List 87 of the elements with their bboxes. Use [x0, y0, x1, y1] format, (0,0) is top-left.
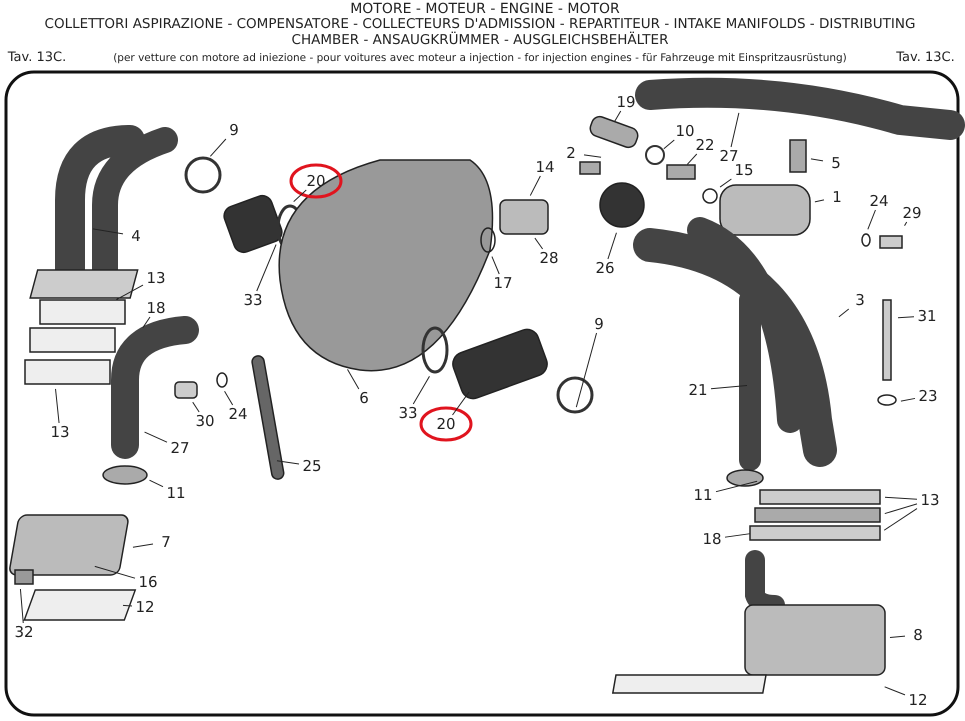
callout-number: 33 [395, 404, 421, 422]
callout-number: 3 [847, 291, 873, 309]
callout-number: 24 [225, 405, 251, 423]
callout-number: 13 [143, 269, 169, 287]
leader-line [293, 190, 307, 202]
leader-line [576, 332, 598, 408]
leader-line [530, 176, 541, 196]
leader-line [686, 154, 698, 165]
leader-line [720, 178, 732, 188]
leader-line [132, 544, 154, 548]
leader-line [20, 588, 24, 624]
leader-line [814, 199, 824, 202]
callout-number: 1 [824, 188, 850, 206]
leader-line [142, 316, 150, 328]
leader-line [534, 238, 544, 250]
leader-line [412, 376, 430, 404]
callout-number: 7 [153, 533, 179, 551]
callout-number: 33 [240, 291, 266, 309]
leader-line [122, 604, 132, 607]
callout-number: 21 [685, 381, 711, 399]
leader-line [867, 210, 876, 230]
leader-line [210, 138, 226, 157]
callout-number: 16 [135, 573, 161, 591]
leader-line [92, 228, 124, 234]
callout-number: 12 [132, 598, 158, 616]
leader-line [900, 398, 916, 402]
leader-line [904, 222, 908, 226]
leader-line [889, 636, 906, 638]
callout-number: 19 [613, 93, 639, 111]
leader-line [276, 460, 300, 465]
callout-number: 28 [536, 249, 562, 267]
leader-line [452, 392, 470, 416]
callout-number: 20 [433, 415, 459, 433]
callout-number: 32 [11, 623, 37, 641]
title: MOTORE - MOTEUR - ENGINE - MOTOR [349, 1, 621, 17]
leader-line [810, 158, 824, 162]
leader-line [491, 256, 500, 274]
callout-number: 31 [914, 307, 940, 325]
leader-line [94, 566, 136, 579]
callout-number: 4 [123, 227, 149, 245]
callout-number: 5 [823, 154, 849, 172]
leader-line [884, 496, 918, 500]
leader-line [614, 110, 622, 122]
heading-text: COLLETTORI ASPIRAZIONE - COMPENSATORE - COLLECTEURS D'ADMISSION - REPARTITEUR - INTAKE MANIFOLDS - DISTRIBUTING CHAMBER - ANSAUGKRÜMMER - AUSGLEICHSBEHÄLTER [44, 16, 916, 48]
leader-line [884, 686, 906, 696]
leader-line [224, 390, 234, 406]
callout-number: 23 [915, 387, 941, 405]
callout-number: 18 [143, 299, 169, 317]
callout-number: 27 [167, 439, 193, 457]
leader-line [607, 232, 617, 260]
callout-number: 26 [592, 259, 618, 277]
leader-line [884, 508, 918, 531]
callout-number: 24 [866, 192, 892, 210]
callout-number: 6 [351, 389, 377, 407]
callout-number: 18 [699, 530, 725, 548]
callout-number: 11 [690, 486, 716, 504]
leader-line [898, 316, 914, 318]
plate-number: Tav. 13C. [895, 50, 956, 65]
leader-line [192, 402, 200, 412]
plate-number: Tav. 13C. [6, 50, 68, 65]
leader-line [256, 244, 277, 292]
leader-line [149, 480, 164, 488]
leader-line [663, 140, 675, 150]
callout-number: 29 [899, 204, 925, 222]
callout-number: 25 [299, 457, 325, 475]
callout-number: 13 [47, 423, 73, 441]
callout-number: 11 [163, 484, 189, 502]
leader-line [710, 384, 748, 390]
callout-number: 9 [586, 315, 612, 333]
leader-line [55, 388, 60, 424]
callout-number: 14 [532, 158, 558, 176]
callout-number: 30 [192, 412, 218, 430]
callout-number: 2 [558, 144, 584, 162]
callout-number: 12 [905, 691, 931, 709]
leader-line [838, 308, 850, 318]
leader-line [347, 368, 360, 390]
subtitle-text: (per vetture con motore ad iniezione - pour voitures avec moteur a injection - for injection engines - für Fahrzeuge mit Einspritzausrüstung) [112, 52, 848, 64]
leader-line [730, 112, 740, 148]
callout-number: 13 [917, 491, 943, 509]
callout-number: 8 [905, 626, 931, 644]
leader-line [716, 480, 758, 492]
callout-number: 17 [490, 274, 516, 292]
callout-number: 9 [221, 121, 247, 139]
leader-line [584, 154, 602, 158]
leader-line [724, 533, 751, 538]
leader-line [144, 432, 168, 443]
leader-line [884, 503, 918, 514]
